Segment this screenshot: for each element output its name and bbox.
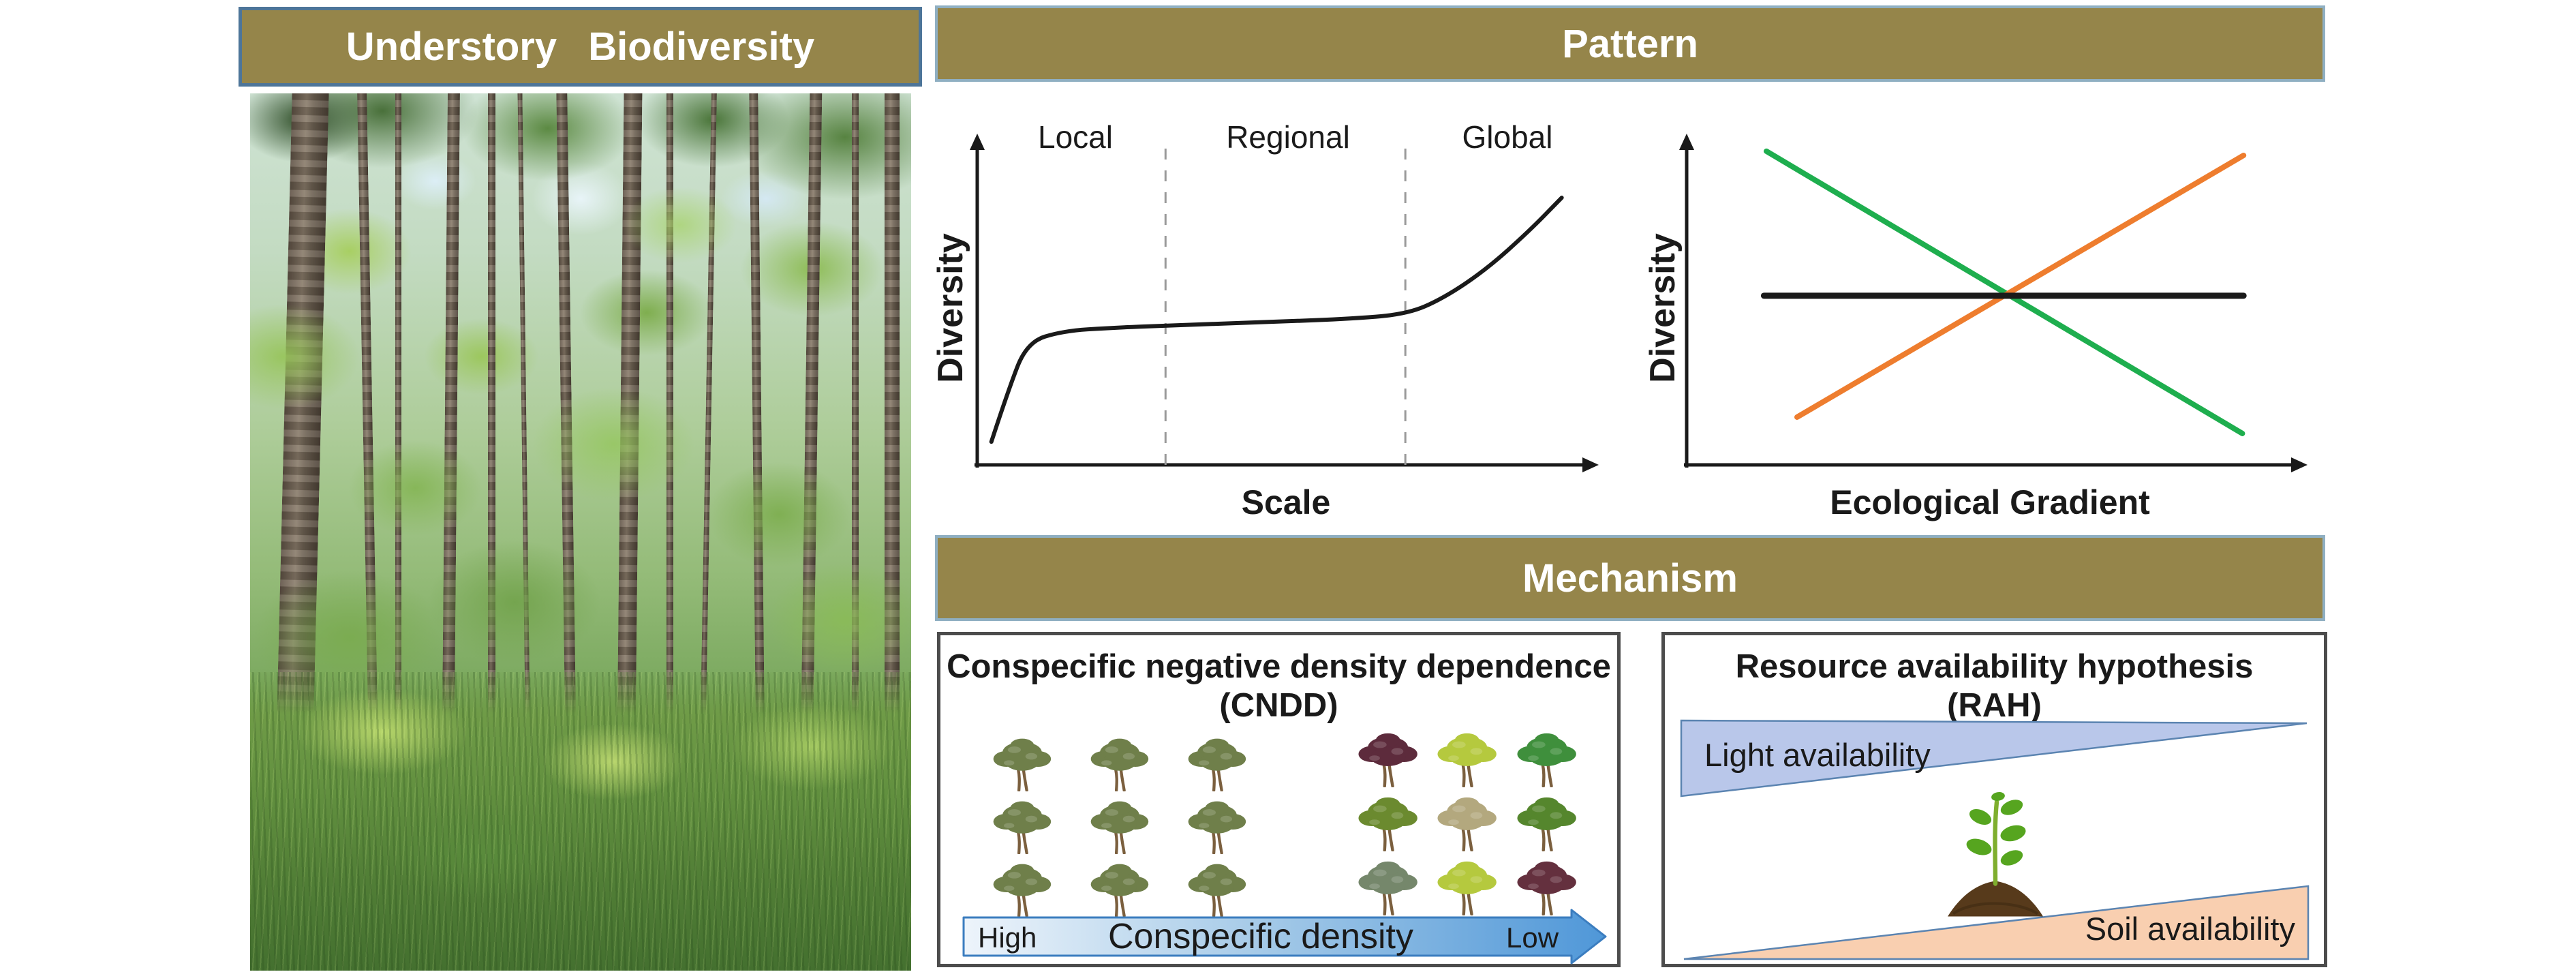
tree-icon xyxy=(1430,727,1503,787)
x-axis-label: Scale xyxy=(1241,483,1331,521)
rah-title: Resource availability hypothesis (RAH) xyxy=(1665,648,2324,725)
tree-icon xyxy=(1351,727,1424,787)
y-axis-label: Diversity xyxy=(931,233,970,383)
seedling-icon xyxy=(1948,791,2043,917)
increasing-diversity-line xyxy=(1794,152,2247,420)
cndd-panel: Conspecific negative density dependence … xyxy=(937,632,1621,967)
tree-icon xyxy=(1351,855,1424,915)
forest-photo xyxy=(250,93,911,971)
region-label-local: Local xyxy=(1038,119,1113,155)
density-gradient-arrow xyxy=(962,909,1607,965)
understory-vegetation-graphic xyxy=(250,672,911,971)
rah-panel: Resource availability hypothesis (RAH) L… xyxy=(1661,632,2327,967)
tree-icon xyxy=(1430,855,1503,915)
gradient-chart-plot xyxy=(1679,134,2307,472)
light-availability-label: Light availability xyxy=(1704,737,1931,773)
tree-icon xyxy=(1172,733,1262,791)
tree-icon xyxy=(1430,791,1503,851)
decreasing-diversity-line xyxy=(1764,148,2245,436)
x-axis-label: Ecological Gradient xyxy=(1830,483,2150,521)
understory-biodiversity-title: Understory Biodiversity xyxy=(346,25,815,69)
tree-icon xyxy=(1075,795,1165,854)
high-density-label: High xyxy=(978,922,1037,954)
rah-title-line2: (RAH) xyxy=(1947,687,2042,724)
low-density-label: Low xyxy=(1506,922,1559,954)
tree-icon xyxy=(977,795,1067,854)
tree-icon xyxy=(1510,855,1583,915)
tree-icon xyxy=(1172,795,1262,854)
tree-icon xyxy=(1510,791,1583,851)
monoculture-tree-grid xyxy=(973,731,1266,919)
conspecific-density-label: Conspecific density xyxy=(1108,917,1413,956)
understory-biodiversity-header: Understory Biodiversity xyxy=(239,7,922,87)
resource-wedges-graphic xyxy=(1680,719,2310,960)
pattern-title: Pattern xyxy=(1562,21,1698,66)
cndd-title-line2: (CNDD) xyxy=(1219,687,1338,724)
tree-icon xyxy=(977,733,1067,791)
tree-icon xyxy=(1510,727,1583,787)
light-availability-wedge xyxy=(1680,719,2307,798)
mechanism-title: Mechanism xyxy=(1522,556,1738,601)
cndd-title-line1: Conspecific negative density dependence xyxy=(947,648,1611,685)
tree-icon xyxy=(1075,733,1165,791)
cndd-title: Conspecific negative density dependence … xyxy=(940,648,1617,725)
y-axis-label: Diversity xyxy=(1643,233,1683,383)
rah-title-line1: Resource availability hypothesis xyxy=(1735,648,2254,685)
diversity-vs-scale-line xyxy=(989,196,1564,444)
mechanism-header: Mechanism xyxy=(935,535,2325,621)
scale-diversity-chart: Local Regional Global Diversity Scale xyxy=(931,89,1637,532)
soil-availability-wedge xyxy=(1683,885,2310,960)
soil-availability-label: Soil availability xyxy=(2085,911,2295,947)
scale-chart-plot xyxy=(970,134,1599,472)
diverse-tree-grid xyxy=(1348,725,1586,917)
gradient-diversity-chart: Diversity Ecological Gradient xyxy=(1643,89,2331,532)
tree-icon xyxy=(1351,791,1424,851)
region-label-regional: Regional xyxy=(1226,119,1350,155)
region-label-global: Global xyxy=(1462,119,1553,155)
pattern-header: Pattern xyxy=(935,5,2325,82)
